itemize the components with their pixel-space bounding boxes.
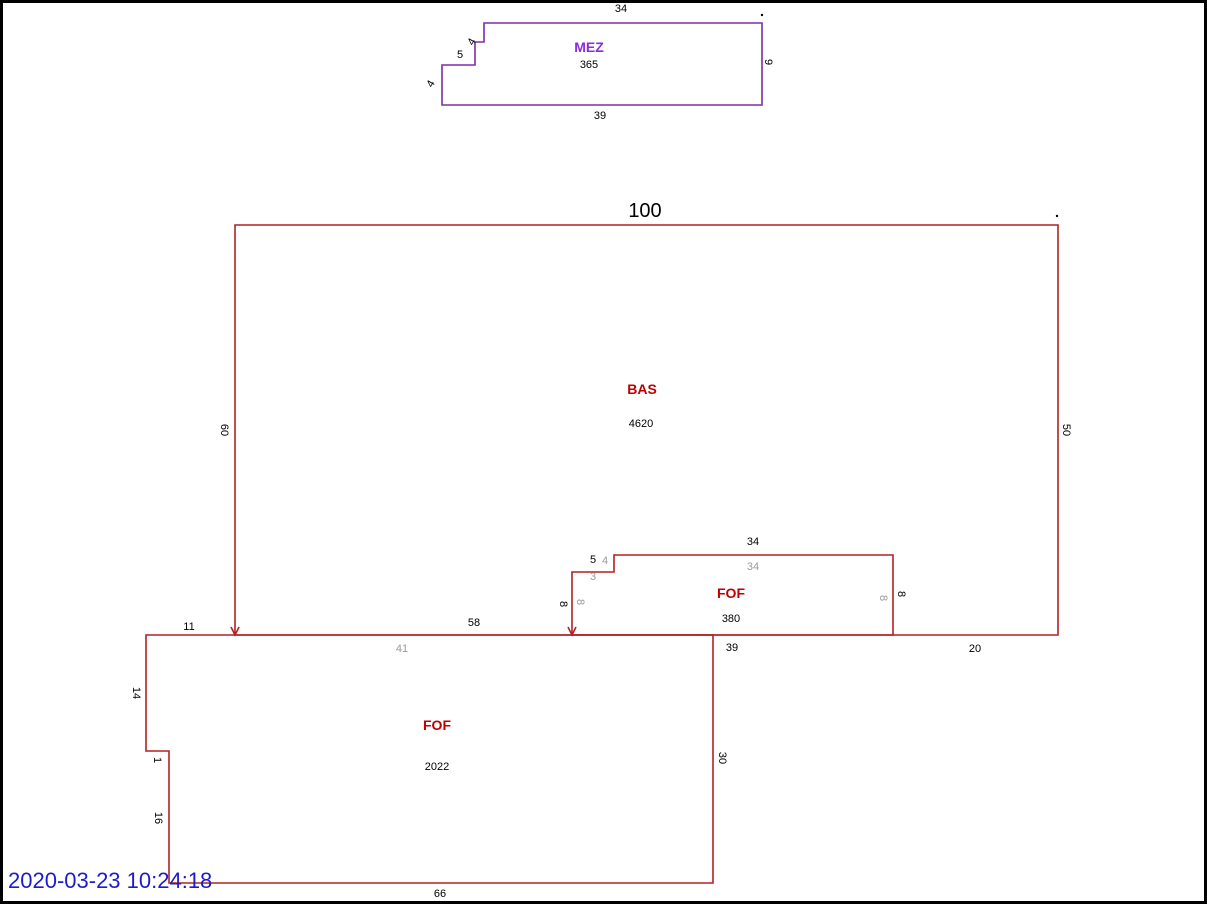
mez-dim-step-upper: 4 — [465, 36, 478, 47]
fof-large-dim-left-lower: 16 — [152, 812, 164, 824]
fof-small-dim-step-ghost2: 3 — [590, 571, 596, 583]
fof-large-outline — [145, 634, 714, 884]
mez-area: 365 — [580, 59, 598, 71]
fof-small-dim-top: 34 — [747, 536, 759, 548]
fof-large-label: FOF — [423, 717, 451, 733]
mez-label: MEZ — [574, 39, 604, 55]
fof-large-dim-bottom: 66 — [434, 888, 446, 900]
mez-dim-right: 9 — [762, 59, 774, 65]
bas-dim-right: 50 — [1060, 424, 1072, 436]
fof-small-dim-top-ghost: 34 — [747, 561, 759, 573]
fof-large-dim-top: 58 — [468, 617, 480, 629]
fof-small-dim-right: 8 — [895, 591, 907, 597]
bas-outline — [234, 224, 1059, 636]
fof-small-dim-right-ghost: 8 — [877, 595, 889, 601]
fof-large-dim-right: 30 — [716, 752, 728, 764]
mez-dim-left: 4 — [424, 78, 437, 89]
capture-timestamp: 2020-03-23 10:24:18 — [8, 868, 213, 893]
bas-label: BAS — [627, 381, 657, 397]
mez-corner-dot — [760, 13, 764, 17]
mez-dim-step-left: 5 — [457, 49, 463, 61]
bas-area: 4620 — [629, 418, 653, 430]
fof-small-dim-bottom: 39 — [726, 642, 738, 654]
fof-large-dim-notch: 1 — [151, 757, 163, 763]
bas-corner-dot — [1055, 214, 1059, 218]
bas-dim-left: 60 — [218, 424, 230, 436]
fof-small-label: FOF — [717, 585, 745, 601]
fof-small-area: 380 — [722, 613, 740, 625]
fof-small-dim-step-ghost: 4 — [602, 555, 608, 567]
mez-outline — [441, 22, 763, 106]
bas-dim-top: 100 — [628, 200, 661, 222]
fof-small-dim-left: 8 — [557, 601, 569, 607]
bas-dim-bottom-right: 20 — [969, 643, 981, 655]
fof-large-dim-top-left: 11 — [183, 621, 194, 633]
mez-dim-top: 34 — [615, 3, 627, 15]
fof-small-dim-step: 5 — [590, 554, 596, 566]
fof-large-dim-left-upper: 14 — [130, 687, 142, 699]
mez-dim-bottom: 39 — [594, 110, 606, 122]
fof-small-dim-left-ghost: 8 — [574, 599, 586, 605]
fof-large-dim-top-ghost: 41 — [396, 643, 408, 655]
fof-large-area: 2022 — [425, 761, 449, 773]
